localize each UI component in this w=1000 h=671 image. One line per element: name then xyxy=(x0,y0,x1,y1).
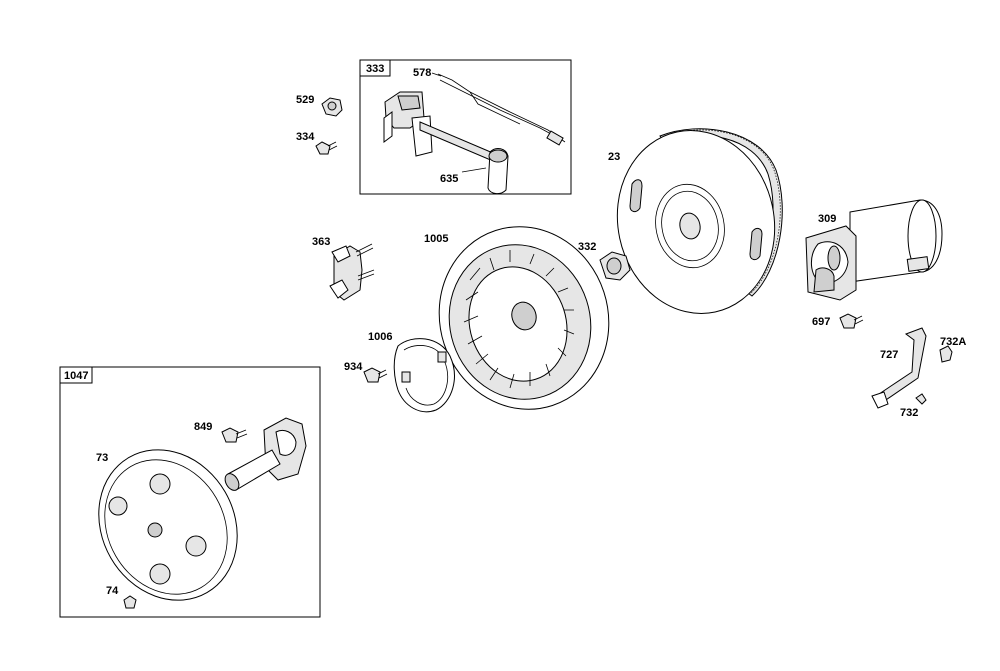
part-732-screw xyxy=(915,393,927,405)
label-529: 529 xyxy=(296,94,314,106)
label-727: 727 xyxy=(880,349,898,361)
label-1047: 1047 xyxy=(64,370,88,382)
part-74-screw xyxy=(123,595,137,609)
label-1006: 1006 xyxy=(368,331,392,343)
label-334: 334 xyxy=(296,131,315,143)
part-73-starter-cover xyxy=(98,449,238,601)
label-732a: 732A xyxy=(940,336,966,348)
kit-box-333: 333 xyxy=(359,59,572,195)
label-23: 23 xyxy=(608,151,620,163)
part-849-bolt xyxy=(221,427,248,443)
label-333: 333 xyxy=(366,63,384,75)
part-1006-screen xyxy=(393,338,455,413)
part-635-ignition-bracket xyxy=(383,91,509,195)
part-334-screw xyxy=(315,141,338,155)
kit-box-333-tag xyxy=(359,59,391,77)
part-727-bracket xyxy=(871,327,927,409)
part-309-starter-motor xyxy=(805,199,943,301)
part-934-bolt xyxy=(363,367,388,383)
label-73: 73 xyxy=(96,452,108,464)
label-309: 309 xyxy=(818,213,836,225)
label-578: 578 xyxy=(413,67,431,79)
label-849: 849 xyxy=(194,421,212,433)
part-23-flywheel xyxy=(616,128,783,314)
label-74: 74 xyxy=(106,585,119,597)
kit-box-1047: 1047 xyxy=(59,366,321,618)
part-332-flywheel-nut xyxy=(599,251,631,281)
label-635: 635 xyxy=(440,173,458,185)
label-697: 697 xyxy=(812,316,830,328)
part-697-bolt xyxy=(839,313,864,329)
label-934: 934 xyxy=(344,361,363,373)
label-1005: 1005 xyxy=(424,233,448,245)
part-529-nut xyxy=(321,97,343,117)
part-1005-fan xyxy=(438,226,610,410)
part-363-armature xyxy=(329,243,375,301)
label-363: 363 xyxy=(312,236,330,248)
starter-pulley-assembly xyxy=(224,417,307,491)
part-732a-nut xyxy=(939,345,953,363)
label-732: 732 xyxy=(900,407,918,419)
kit-box-1047-tag xyxy=(59,366,93,384)
part-578-wire-harness xyxy=(431,72,566,146)
label-332: 332 xyxy=(578,241,596,253)
